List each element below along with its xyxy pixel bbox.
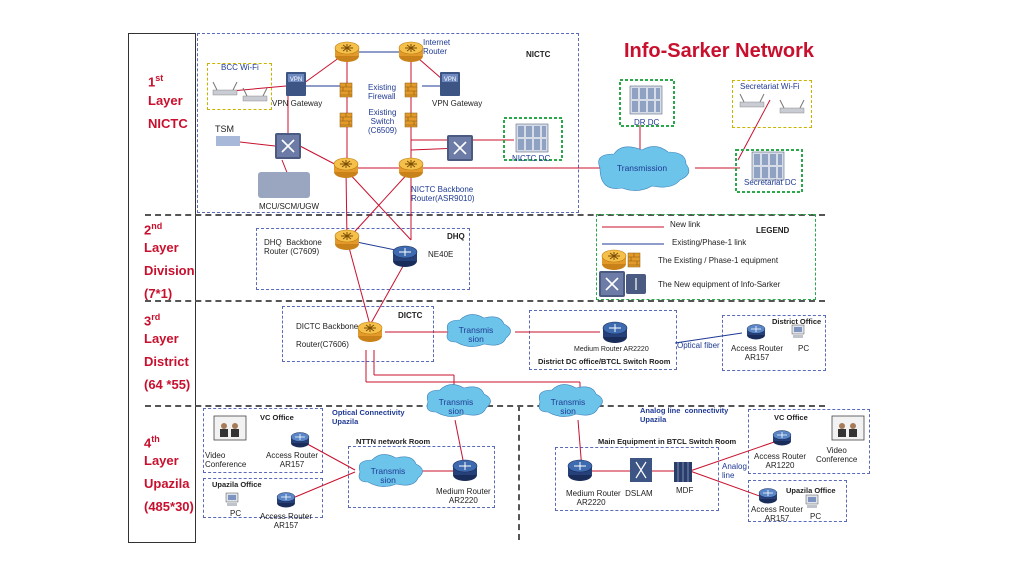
upazila-office-left-box: [203, 478, 323, 518]
nttn-room-label: NTTN network Room: [356, 437, 431, 446]
vpn-gateway-left-label: VPN Gateway: [272, 99, 323, 108]
nictc-region: [197, 33, 579, 213]
pc-right-label: PC: [810, 512, 822, 521]
medium-router-label: Medium Router AR2220: [574, 346, 649, 353]
optical-connectivity-label: Optical Connectivity Upazila: [332, 408, 405, 426]
analog-connectivity-label: Analog line connectivity Upazila: [640, 406, 729, 424]
tsm-label: TSM: [215, 124, 234, 134]
access-router-right2-label: Access Router AR157: [751, 505, 804, 524]
ne40e-label: NE40E: [428, 250, 454, 259]
vc-office-left-label: VC Office: [260, 413, 294, 422]
bcc-wifi-box: [207, 63, 272, 110]
vc-office-right-box: [748, 409, 870, 474]
nictc-dc-label: NICTC DC: [512, 154, 551, 163]
existing-switch-label: Existing Switch (C6509): [368, 108, 397, 136]
district-access-router-label: Access Router AR157: [731, 344, 784, 363]
separator-2: [145, 300, 825, 302]
upazila-transmission-right-label: Transmis sion: [550, 397, 586, 417]
layer-1-label: 1st Layer NICTC: [148, 73, 188, 132]
access-router-left2-label: Access Router AR157: [260, 512, 313, 531]
legend-box: [596, 214, 816, 300]
legend-existing-link: Existing/Phase-1 link: [672, 238, 747, 247]
layer-3-label: 3rd Layer District (64 *55): [144, 312, 191, 393]
internet-router-label: Internet Router: [423, 38, 451, 57]
access-router-left-label: Access Router AR157: [266, 451, 319, 470]
legend-new-link: New link: [670, 220, 701, 229]
dhq-backbone-label: DHQ Backbone Router (C7609): [264, 238, 322, 257]
district-office-box: [722, 315, 826, 371]
medium-router-right-label: Medium Router DSLAM AR2220: [566, 489, 653, 508]
transmission-label: Transmission: [616, 163, 668, 173]
dr-dc-label: DR DC: [634, 118, 660, 127]
analog-line-label: Analog line: [722, 462, 747, 481]
video-conference-right-label: Video Conference: [816, 446, 858, 465]
district-dc-office-label: District DC office/BTCL Switch Room: [538, 357, 671, 366]
mdf-label: MDF: [676, 486, 694, 495]
bcc-wifi-label: BCC Wi-Fi: [221, 63, 259, 72]
legend-new-equipment: The New equipment of Info-Sarker: [658, 280, 781, 289]
access-router-right-label: Access Router AR1220: [754, 452, 807, 471]
optical-fiber-label: Optical fiber: [677, 341, 720, 350]
video-conference-left-label: Video Conference: [205, 451, 247, 470]
mcu-label: MCU/SCM/UGW: [259, 202, 319, 211]
district-dc-box: [529, 310, 677, 370]
separator-1: [145, 214, 825, 216]
nttn-transmission-label: Transmis sion: [370, 466, 406, 486]
upazila-office-right-box: [748, 480, 847, 522]
upazila-transmission-left-label: Transmis sion: [438, 397, 474, 417]
main-equipment-label: Main Equipment in BTCL Switch Room: [598, 437, 737, 446]
dictc-region: [282, 306, 434, 362]
medium-router-left-label: Medium Router AR2220: [436, 487, 491, 506]
layer-4-label: 4th Layer Upazila (485*30): [144, 434, 194, 515]
dictc-label: DICTC: [398, 311, 423, 320]
nictc-backbone-label: NICTC Backbone Router(ASR9010): [411, 185, 475, 204]
secretariat-dc-label: Secretariat DC: [744, 178, 797, 187]
nictc-label: NICTC: [526, 50, 551, 59]
district-office-label: District Office: [772, 317, 822, 326]
legend-existing-equipment: The Existing / Phase-1 equipment: [658, 256, 779, 265]
existing-firewall-label: Existing Firewall: [368, 83, 397, 102]
page-title: Info-Sarker Network: [624, 40, 815, 62]
district-transmission-label: Transmis sion: [458, 325, 494, 345]
dhq-region: [256, 228, 470, 290]
upazila-office-left-label: Upazila Office: [212, 480, 262, 489]
vc-office-right-label: VC Office: [774, 413, 808, 422]
pc-left-label: PC: [230, 509, 242, 518]
layer-column: [128, 33, 196, 543]
vc-office-left-box: [203, 408, 323, 473]
btcl-room-box: [555, 447, 719, 511]
secretariat-wifi-box: [732, 80, 812, 128]
dictc-backbone-label: DICTC Backbone Router(C7606): [296, 322, 359, 350]
nttn-room-box: [348, 446, 495, 508]
district-pc-label: PC: [798, 344, 810, 353]
dhq-label: DHQ: [447, 232, 465, 241]
upazila-office-right-label: Upazila Office: [786, 486, 836, 495]
secretariat-wifi-label: Secretariat Wi-Fi: [740, 82, 800, 91]
upazila-divider: [518, 405, 520, 540]
layer-2-label: 2nd Layer Division (7*1): [144, 221, 195, 302]
legend-title: LEGEND: [756, 226, 790, 235]
vpn-gateway-right-label: VPN Gateway: [432, 99, 483, 108]
